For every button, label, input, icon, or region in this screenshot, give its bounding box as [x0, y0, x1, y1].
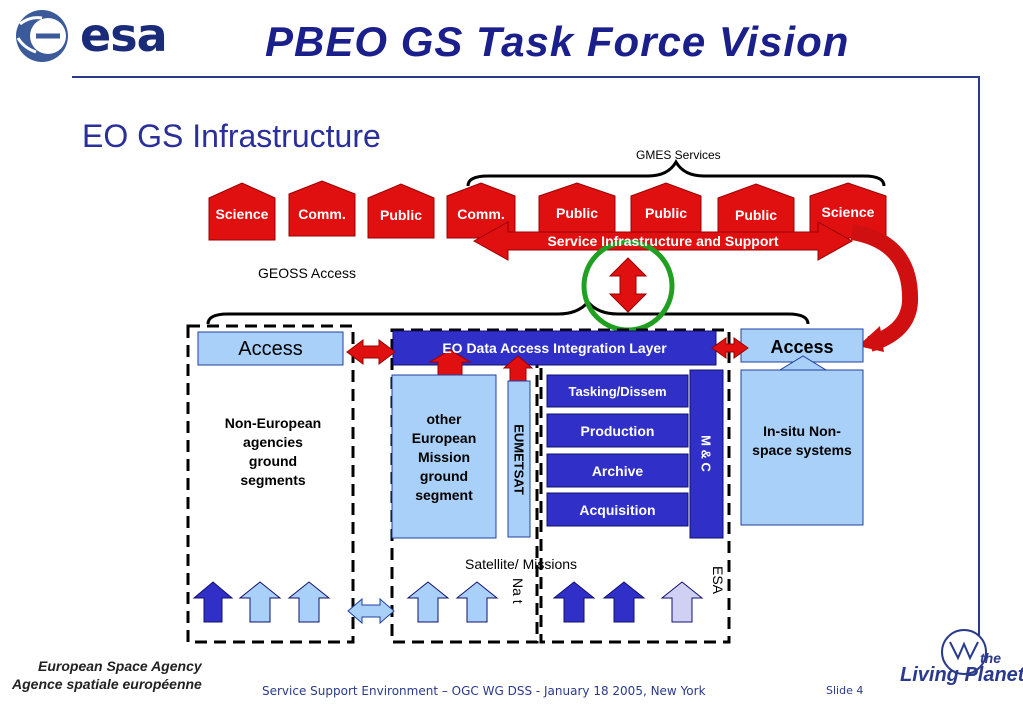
- region-non-european: [186, 324, 355, 644]
- eo-layer-label: EO Data Access Integration Layer: [442, 340, 667, 356]
- in-situ-label: In-situ Non-space systems: [752, 423, 852, 458]
- access-left-label: Access: [238, 338, 303, 360]
- m-and-c-box: [689, 369, 724, 539]
- access-right-label: Access: [770, 337, 834, 357]
- other-european-label: other European Mission ground segment: [411, 411, 477, 503]
- bottom-arrow-5: [455, 581, 499, 623]
- bottom-arrow-1: [192, 581, 234, 623]
- archive-box: [546, 453, 689, 488]
- house-label-comm-1: Comm.: [298, 206, 346, 222]
- footer-caption: Service Support Environment – OGC WG DSS…: [262, 684, 706, 698]
- house-label-public-3: Public: [644, 205, 687, 221]
- esa-logo: [8, 6, 198, 66]
- archive-label: Archive: [591, 463, 644, 479]
- esa-logo-text: esa: [80, 8, 168, 62]
- up-arrow-red-2: [502, 355, 534, 382]
- page-title: PBEO GS Task Force Vision: [265, 18, 850, 65]
- house-label-science-1: Science: [215, 206, 269, 222]
- vertical-double-arrow: [608, 257, 648, 313]
- bottom-double-arrow: [347, 597, 395, 625]
- house-label-public-1: Public: [379, 207, 422, 223]
- bottom-arrow-6: [552, 581, 596, 623]
- esa-vertical-label: ESA: [710, 566, 726, 595]
- section-title: EO GS Infrastructure: [82, 118, 381, 154]
- gmes-brace: [466, 158, 886, 187]
- in-situ-box: [740, 369, 864, 526]
- tasking-label: Tasking/Dissem: [568, 384, 667, 399]
- production-box: [546, 413, 689, 448]
- living-planet-text: Living Planet: [900, 664, 1023, 686]
- bottom-arrow-3: [287, 581, 331, 623]
- house-science-1: [208, 182, 276, 241]
- bottom-arrow-8: [660, 581, 704, 623]
- m-and-c-label: M & C: [698, 435, 714, 472]
- slide-number: Slide 4: [826, 684, 864, 697]
- acquisition-label: Acquisition: [579, 502, 656, 518]
- house-public-1: [367, 183, 435, 239]
- gmes-services-label: GMES Services: [636, 148, 721, 162]
- curved-feedback-arrow: [850, 224, 919, 352]
- access-left-box: [197, 331, 344, 366]
- production-label: Production: [580, 423, 655, 439]
- geoss-brace: [206, 299, 810, 325]
- house-label-comm-2: Comm.: [457, 206, 505, 222]
- acquisition-box: [546, 492, 689, 527]
- non-european-label: Non-European agencies ground segments: [224, 415, 322, 488]
- geoss-access-label: GEOSS Access: [258, 265, 357, 281]
- arrow-access-eo: [346, 339, 396, 365]
- living-planet-globe-icon: [941, 629, 987, 675]
- house-label-science-2: Science: [821, 204, 875, 220]
- up-arrow-red-1: [428, 349, 472, 376]
- eumetsat-label: EUMETSAT: [511, 424, 527, 495]
- agency-name-en: European Space Agency: [38, 658, 202, 674]
- frame-top-line: [72, 76, 980, 78]
- esa-globe-icon: [16, 10, 68, 62]
- house-comm-1: [288, 180, 356, 237]
- tasking-box: [546, 374, 689, 408]
- arrow-eo-access: [711, 337, 749, 359]
- living-planet-the: the: [980, 650, 1001, 666]
- bottom-arrow-7: [602, 581, 646, 623]
- living-planet-logo: the Living Planet: [898, 620, 1023, 700]
- agency-name-fr: Agence spatiale européenne: [12, 676, 202, 692]
- house-label-public-4: Public: [734, 207, 777, 223]
- bottom-arrow-2: [238, 581, 282, 623]
- region-esa: [539, 328, 731, 644]
- service-infra-label: Service Infrastructure and Support: [547, 233, 779, 249]
- service-infra-arrow: [472, 221, 854, 261]
- eumetsat-box: [507, 380, 531, 538]
- house-label-public-2: Public: [555, 205, 598, 221]
- satellite-missions-label: Satellite/ Missions: [465, 556, 578, 572]
- other-european-box: [391, 374, 497, 539]
- frame-right-line: [978, 76, 980, 636]
- nat-label: Na t: [510, 578, 526, 604]
- bottom-arrow-4: [406, 581, 450, 623]
